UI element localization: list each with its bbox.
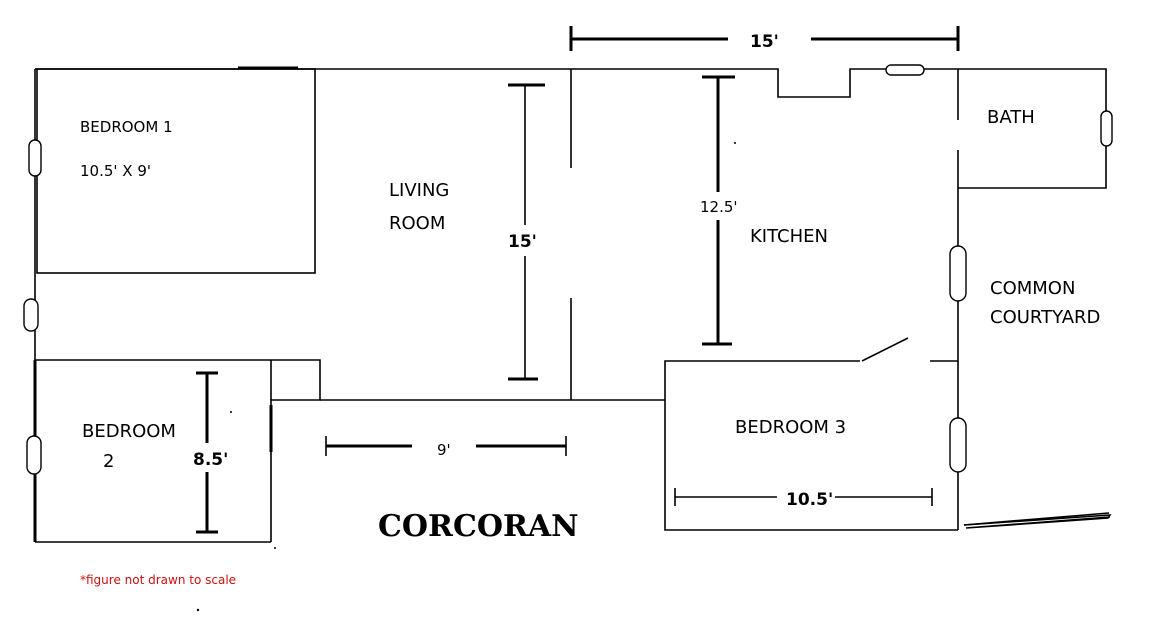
- bedroom-2-label-line1: BEDROOM: [82, 421, 176, 442]
- dimension-top-label: 15': [750, 32, 779, 52]
- dimension-hall-label: 9': [437, 441, 451, 459]
- bedroom-1-size: 10.5' X 9': [80, 162, 151, 180]
- bedroom-1-walls: [36, 68, 316, 274]
- living-room-label-line1: LIVING: [389, 180, 449, 201]
- courtyard-steps: [963, 512, 1112, 529]
- window-bedroom1: [28, 139, 42, 177]
- dimension-living-height: [508, 83, 545, 381]
- bedroom-2-label-line2: 2: [103, 451, 114, 472]
- plan-title: CORCORAN: [378, 509, 579, 544]
- window-kitchen-top: [885, 64, 925, 76]
- dimension-top-15: [569, 26, 960, 51]
- courtyard-label-line1: COMMON: [990, 278, 1075, 299]
- bedroom-2-walls: [35, 359, 321, 542]
- courtyard-label-line2: COURTYARD: [990, 307, 1100, 328]
- dimension-bedroom3-label: 10.5': [786, 490, 833, 510]
- speck-bedroom2: [230, 411, 232, 413]
- dimension-bedroom2-height: [196, 371, 218, 534]
- window-bath: [1100, 110, 1113, 147]
- windows: [23, 64, 1113, 475]
- dimension-kitchen-label: 12.5': [700, 198, 738, 216]
- dimension-hall-9: [325, 436, 567, 456]
- bedroom-3-label: BEDROOM 3: [735, 417, 846, 438]
- dimension-bedroom3-width: [674, 488, 933, 506]
- window-living-west: [23, 298, 39, 332]
- living-room-label-line2: ROOM: [389, 213, 445, 234]
- bedroom-3-walls: [664, 337, 958, 531]
- scale-note: *figure not drawn to scale: [80, 573, 236, 587]
- bath-label: BATH: [987, 107, 1035, 128]
- speck-bottom: [196, 608, 200, 612]
- speck-bottom2: [274, 547, 276, 549]
- dimension-bedroom2-label: 8.5': [193, 450, 228, 470]
- dimension-kitchen-height: [702, 75, 735, 346]
- window-courtyard-north: [949, 245, 967, 302]
- dimension-living-label: 15': [508, 232, 537, 252]
- window-courtyard-south: [949, 417, 967, 473]
- window-bedroom2: [26, 435, 42, 475]
- kitchen-label: KITCHEN: [750, 226, 828, 247]
- bedroom-1-label: BEDROOM 1: [80, 118, 173, 136]
- speck-kitchen: [734, 142, 736, 144]
